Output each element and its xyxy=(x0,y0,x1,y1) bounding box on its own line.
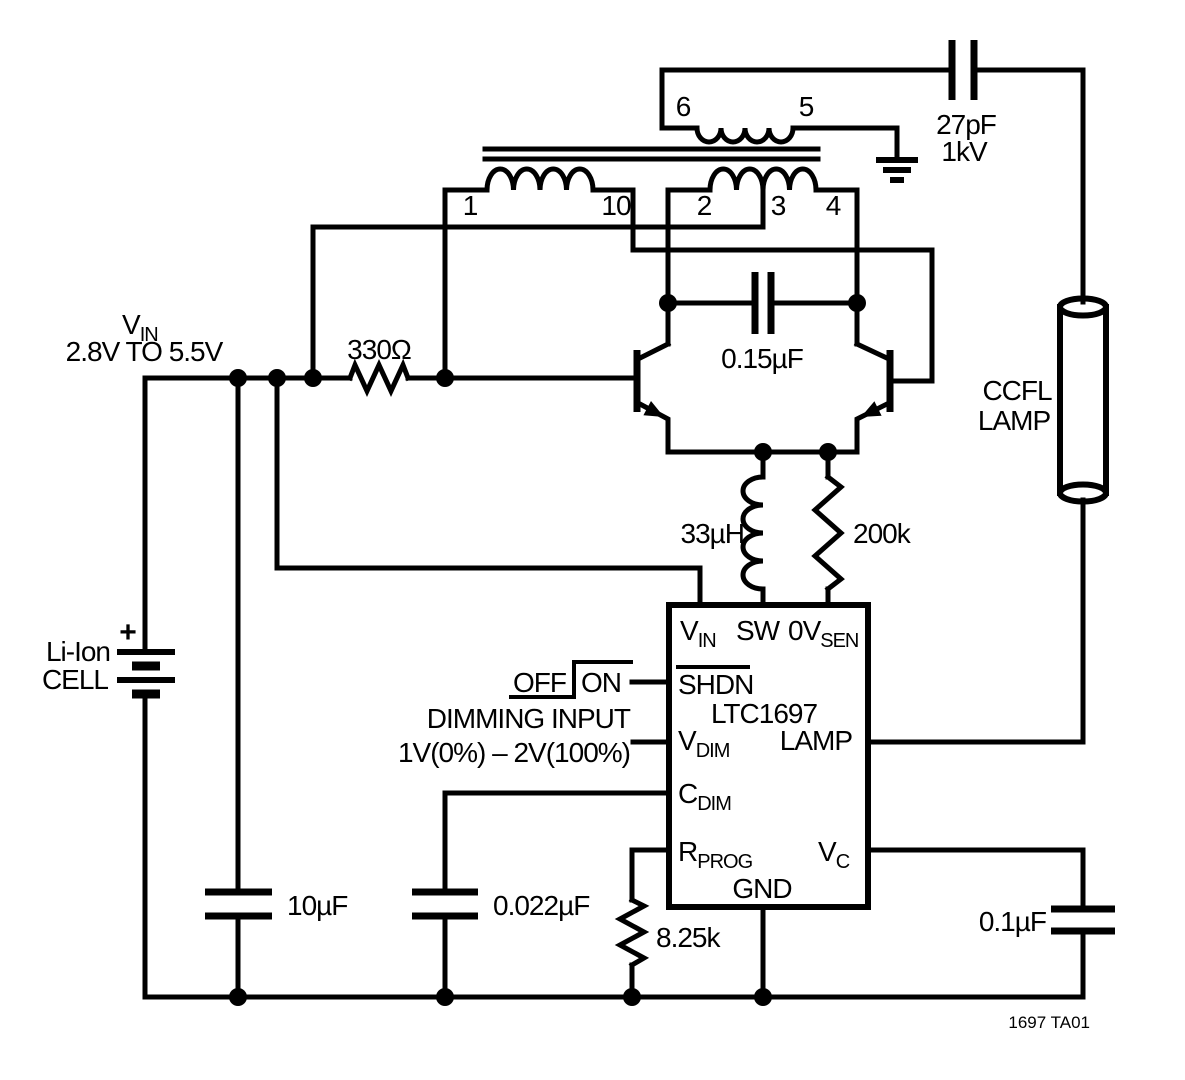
npn-emitter xyxy=(854,399,893,455)
dimming-range-label: 1V(0%) – 2V(100%) xyxy=(398,737,630,768)
transistor-right xyxy=(853,340,894,455)
capacitor-27pf-rating: 1kV xyxy=(941,136,988,167)
capacitor-015uf-label: 0.15µF xyxy=(721,343,803,374)
capacitor-01uf xyxy=(1051,905,1115,935)
vin-range-label: 2.8V TO 5.5V xyxy=(66,336,224,367)
transistor-left xyxy=(633,340,672,455)
pin10-label: 10 xyxy=(601,190,631,221)
wire-lamp-return xyxy=(865,497,1086,745)
capacitor-10uf xyxy=(205,888,272,920)
wire-rprog-stub xyxy=(629,847,672,903)
resistor-825k xyxy=(614,896,650,969)
junction-dots xyxy=(229,294,866,1006)
wire-pin6-drop xyxy=(659,67,700,131)
capacitor-0022uf xyxy=(412,888,478,920)
shutdown-on-label: ON xyxy=(581,667,621,698)
wire-pin5-to-ground xyxy=(790,125,900,159)
battery-symbol xyxy=(117,649,175,699)
lamp-label-line1: CCFL xyxy=(982,375,1052,406)
shutdown-off-label: OFF xyxy=(513,667,566,698)
capacitor-01uf-label: 0.1µF xyxy=(979,906,1046,937)
npn-collector xyxy=(853,340,893,363)
transformer xyxy=(442,125,860,193)
ccfl-lamp-symbol xyxy=(1057,295,1109,505)
battery-label-line2: CELL xyxy=(42,664,108,695)
pin6-label: 6 xyxy=(676,91,691,122)
wire-vc-run xyxy=(865,847,1086,912)
pin5-label: 5 xyxy=(799,91,814,122)
ic-pin-ovsen: 0VSEN xyxy=(788,615,858,652)
ic-pin-vdim: VDIM xyxy=(678,725,730,762)
wire-cdim-branch xyxy=(442,790,672,895)
battery-label-line1: Li-Ion xyxy=(46,636,110,667)
capacitor-27pf xyxy=(948,40,978,100)
capacitor-015uf xyxy=(751,272,775,334)
ic-pin-cdim: CDIM xyxy=(678,778,731,815)
ic-pin-lamp: LAMP xyxy=(780,725,853,756)
resistor-825k-label: 8.25k xyxy=(656,922,721,953)
wire-vin-to-ic xyxy=(274,375,703,608)
pin2-label: 2 xyxy=(697,190,712,221)
resistor-200k xyxy=(811,473,845,593)
vin-label: VIN xyxy=(122,309,158,346)
inductor-33uh-label: 33µH xyxy=(681,518,745,549)
resistor-330 xyxy=(346,358,412,397)
shutdown-step-icon xyxy=(509,660,633,699)
battery-plus-label: + xyxy=(119,616,137,649)
ic-pin-shdn: SHDN xyxy=(678,669,753,700)
npn-emitter-arrow xyxy=(643,401,664,417)
capacitor-0022uf-label: 0.022µF xyxy=(493,890,589,921)
wire-vin-to-centertap xyxy=(310,187,766,381)
dimming-input-label: DIMMING INPUT xyxy=(427,703,631,734)
resistor-200k-label: 200k xyxy=(853,518,912,549)
wire-pin10-to-right-base xyxy=(630,187,935,384)
ic-pin-vc: VC xyxy=(818,836,850,873)
winding-2-3-4-coil xyxy=(665,166,860,193)
npn-emitter-arrow xyxy=(861,401,882,417)
pin3-label: 3 xyxy=(771,190,786,221)
ic-pin-sw: SW xyxy=(736,615,781,646)
ic-pin-vin: VIN xyxy=(680,615,716,652)
npn-collector xyxy=(634,340,672,363)
ic-part-number: LTC1697 xyxy=(711,698,818,729)
wire-top-right xyxy=(971,67,1086,305)
ic-pin-rprog: RPROG xyxy=(678,836,753,873)
capacitor-10uf-label: 10µF xyxy=(287,890,347,921)
winding-1-10-coil xyxy=(442,166,636,193)
ic-pin-gnd: GND xyxy=(732,873,791,904)
transformer-core xyxy=(482,146,821,162)
ic-ltc1697-body xyxy=(666,602,871,910)
ground-icon xyxy=(876,157,918,183)
resistor-330-label: 330Ω xyxy=(347,334,411,365)
inductor-33uh xyxy=(740,474,766,592)
pin4-label: 4 xyxy=(826,190,841,221)
capacitor-27pf-label: 27pF xyxy=(936,109,996,140)
winding-5-6-coil xyxy=(694,125,796,145)
pin1-label: 1 xyxy=(463,190,478,221)
lamp-label-line2: LAMP xyxy=(978,405,1051,436)
figure-tag: 1697 TA01 xyxy=(1008,1013,1090,1032)
